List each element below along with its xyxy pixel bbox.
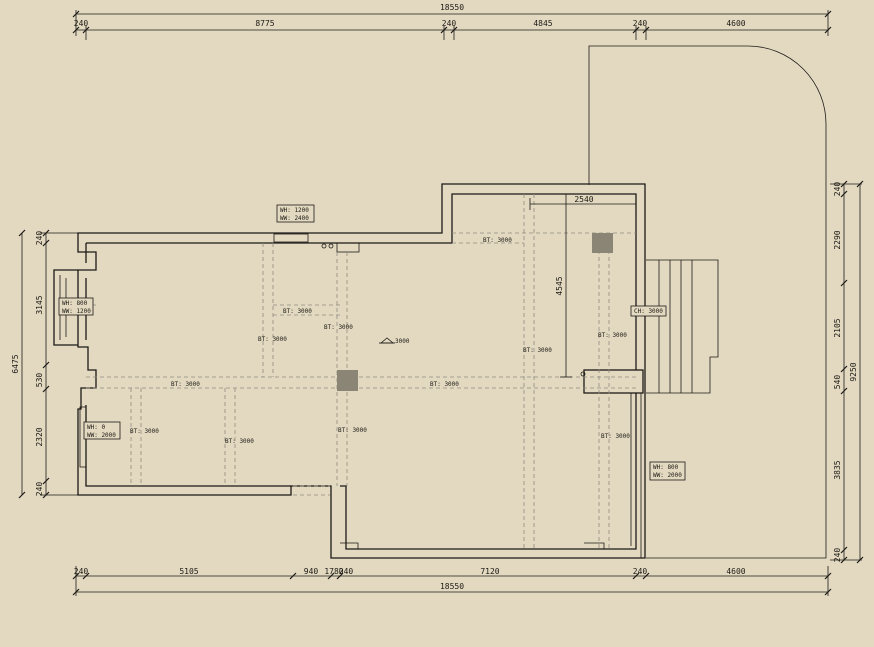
top-seg-5: 4600 <box>726 19 745 28</box>
left-dimension-chain: 6475 240 3145 530 2320 240 <box>11 229 80 499</box>
left-seg-0: 240 <box>35 231 44 246</box>
inner-vertical-dim: 4545 <box>555 276 564 295</box>
left-total-label: 6475 <box>11 354 20 373</box>
right-total-label: 9250 <box>849 362 858 381</box>
terrace-outline <box>588 45 827 559</box>
svg-text:WH: 800: WH: 800 <box>653 464 679 471</box>
bottom-seg-2: 940 <box>304 567 319 576</box>
top-seg-2: 240 <box>442 19 457 28</box>
right-seg-1: 2290 <box>833 230 842 249</box>
svg-text:WW: 1200: WW: 1200 <box>62 308 91 315</box>
svg-text:CH: 3000: CH: 3000 <box>634 308 663 315</box>
beam-lines <box>86 194 636 549</box>
stairs <box>646 259 719 394</box>
level-mark-label: 3000 <box>395 338 410 345</box>
right-seg-4: 3835 <box>833 460 842 479</box>
beam-label: BT: 3000 <box>258 336 287 343</box>
beam-label: BT: 3000 <box>430 381 459 388</box>
left-seg-2: 530 <box>35 373 44 388</box>
top-seg-0: 240 <box>74 19 89 28</box>
right-seg-5: 240 <box>833 548 842 563</box>
floor-level-mark: 3000 <box>379 337 410 345</box>
beam-label: BT: 3000 <box>601 433 630 440</box>
beam-label: BT: 3000 <box>338 427 367 434</box>
svg-text:WH: 800: WH: 800 <box>62 300 88 307</box>
bottom-seg-5: 7120 <box>480 567 499 576</box>
inner-horizontal-dim: 2540 <box>574 195 593 204</box>
top-seg-1: 8775 <box>255 19 274 28</box>
inner-dimensions: 2540 4545 <box>529 194 637 378</box>
beam-label: BT: 3000 <box>283 308 312 315</box>
left-seg-4: 240 <box>35 482 44 497</box>
beam-label: BT: 3000 <box>483 237 512 244</box>
beam-label: BT: 3000 <box>598 332 627 339</box>
bottom-dimension-chain: 240 5105 940 1780 240 7120 240 4600 1855… <box>72 566 832 596</box>
structural-column <box>337 370 358 391</box>
bottom-seg-3: 1780 <box>324 567 343 576</box>
svg-text:WW: 2000: WW: 2000 <box>653 472 682 479</box>
beam-height-labels: BT: 3000 BT: 3000 BT: 3000 BT: 3000 BT: … <box>130 237 630 445</box>
right-dimension-chain: 240 2290 2105 540 3835 240 9250 <box>830 180 864 564</box>
beam-label: BT: 3000 <box>324 324 353 331</box>
beam-label: BT: 3000 <box>130 428 159 435</box>
beam-label: BT: 3000 <box>225 438 254 445</box>
right-seg-0: 240 <box>833 182 842 197</box>
beam-label: BT: 3000 <box>171 381 200 388</box>
svg-text:WH: 0: WH: 0 <box>87 424 105 431</box>
window-tag: WH: 800 WW: 1200 <box>58 297 94 316</box>
beam-label: BT: 3000 <box>523 347 552 354</box>
bottom-seg-0: 240 <box>74 567 89 576</box>
window-tag: WH: 0 WW: 2000 <box>83 421 121 440</box>
right-seg-3: 540 <box>833 375 842 390</box>
svg-text:WH: 1200: WH: 1200 <box>280 207 309 214</box>
top-total-label: 18550 <box>440 3 464 12</box>
left-seg-1: 3145 <box>35 295 44 314</box>
left-seg-3: 2320 <box>35 427 44 446</box>
bottom-seg-7: 4600 <box>726 567 745 576</box>
window-tag: WH: 1200 WW: 2400 <box>276 204 315 223</box>
bottom-seg-6: 240 <box>633 567 648 576</box>
right-seg-2: 2105 <box>833 318 842 337</box>
top-dimension-chain: 18550 240 8775 240 4845 240 4600 <box>72 3 832 40</box>
top-seg-3: 4845 <box>533 19 552 28</box>
bottom-seg-4: 240 <box>339 567 354 576</box>
ceiling-height-tag: CH: 3000 <box>630 305 667 317</box>
bottom-total-label: 18550 <box>440 582 464 591</box>
bottom-seg-1: 5105 <box>179 567 198 576</box>
structural-column <box>592 233 613 253</box>
svg-text:WW: 2000: WW: 2000 <box>87 432 116 439</box>
top-seg-4: 240 <box>633 19 648 28</box>
svg-text:WW: 2400: WW: 2400 <box>280 215 309 222</box>
window-tag: WH: 800 WW: 2000 <box>649 461 686 481</box>
